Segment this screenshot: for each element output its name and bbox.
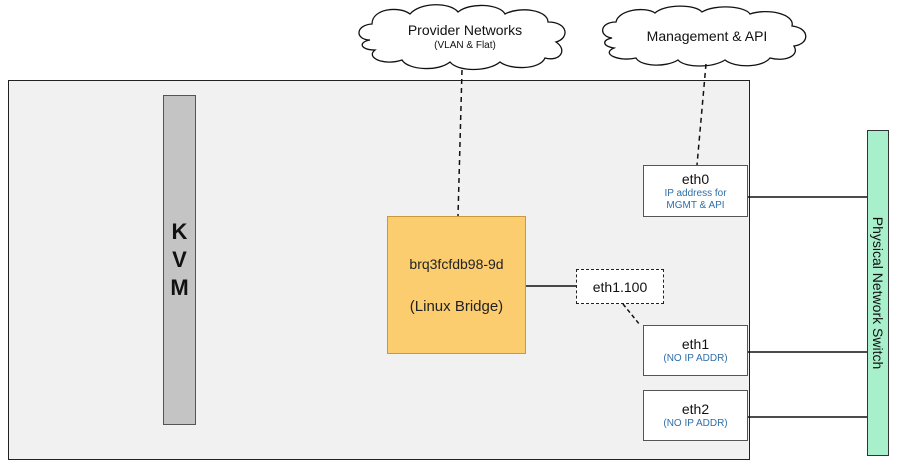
- kvm-letter-v: V: [172, 247, 187, 272]
- eth1-detail: (NO IP ADDR): [663, 353, 728, 364]
- eth2-name: eth2: [681, 401, 710, 417]
- eth1-name: eth1: [681, 336, 710, 352]
- management-dashed-link: [696, 63, 707, 166]
- vlan-eth1-dashed-link: [622, 303, 641, 326]
- provider-networks-cloud: [358, 4, 566, 71]
- eth0-interface-box: eth0 IP address for MGMT & API: [643, 165, 748, 217]
- provider-dashed-link: [457, 69, 463, 217]
- management-cloud-title: Management & API: [646, 28, 768, 44]
- kvm-letter-m: M: [170, 275, 189, 300]
- physical-switch-bar: [867, 130, 889, 456]
- eth0-name: eth0: [681, 170, 710, 187]
- management-api-cloud: [602, 5, 807, 67]
- bridge-type: (Linux Bridge): [409, 297, 504, 315]
- eth2-detail: (NO IP ADDR): [663, 418, 728, 429]
- provider-cloud-title: Provider Networks: [407, 22, 523, 38]
- kvm-letter-k: K: [171, 219, 188, 244]
- kvm-hypervisor-bar: K V M: [163, 95, 196, 425]
- linux-bridge-box: brq3fcfdb98-9d (Linux Bridge): [387, 216, 526, 354]
- eth0-detail: IP address for MGMT & API: [664, 187, 727, 211]
- provider-cloud-subtitle: (VLAN & Flat): [434, 40, 496, 51]
- eth1-interface-box: eth1 (NO IP ADDR): [643, 325, 748, 376]
- eth2-interface-box: eth2 (NO IP ADDR): [643, 390, 748, 441]
- provider-cloud-text: Provider Networks (VLAN & Flat): [380, 22, 550, 51]
- vlan-interface-label: eth1.100: [592, 278, 648, 295]
- vlan-interface-box: eth1.100: [576, 269, 664, 304]
- bridge-name: brq3fcfdb98-9d: [409, 255, 504, 272]
- switch-label: Physical Network Switch: [870, 216, 886, 370]
